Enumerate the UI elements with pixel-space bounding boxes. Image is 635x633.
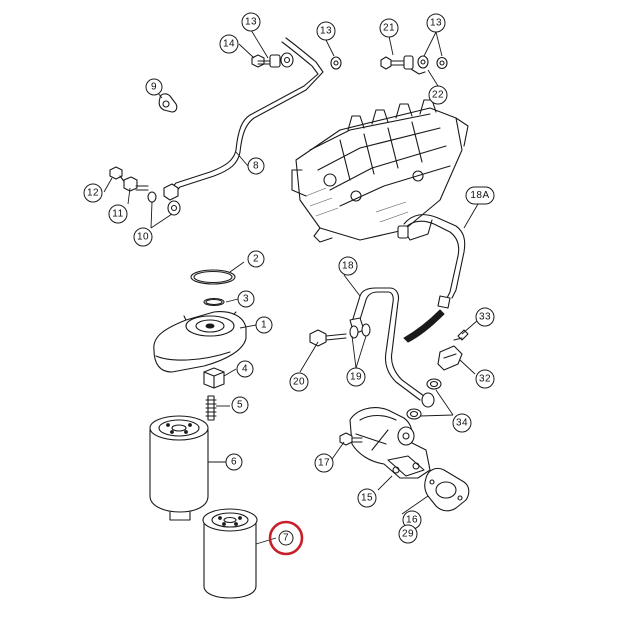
callout-label: 17 bbox=[318, 458, 330, 469]
callout-1: 1 bbox=[255, 316, 273, 334]
callout-label: 18A bbox=[470, 190, 489, 201]
callout-33: 33 bbox=[475, 307, 495, 327]
callout-34: 34 bbox=[452, 413, 472, 433]
callout-3: 3 bbox=[237, 290, 255, 308]
callout-label: 5 bbox=[237, 400, 243, 411]
seal-3 bbox=[203, 297, 225, 307]
callout-15: 15 bbox=[357, 488, 377, 508]
callout-29: 29 bbox=[398, 524, 418, 544]
callout-label: 21 bbox=[383, 23, 395, 34]
callout-label: 4 bbox=[242, 364, 248, 375]
connection-arrow bbox=[403, 309, 445, 343]
filter-head-1 bbox=[153, 311, 247, 373]
callout-label: 9 bbox=[151, 82, 157, 93]
fitting-group-13-14 bbox=[251, 52, 342, 70]
callout-2: 2 bbox=[247, 250, 265, 268]
callout-label: 34 bbox=[456, 418, 468, 429]
nut-4 bbox=[203, 367, 225, 389]
callout-label: 11 bbox=[112, 209, 123, 220]
callout-13c: 13 bbox=[426, 13, 446, 33]
washer-34 bbox=[406, 378, 442, 420]
callout-9: 9 bbox=[145, 78, 163, 96]
leader-lines bbox=[103, 29, 479, 545]
transfer-pump-15 bbox=[349, 407, 431, 479]
callout-7: 7 bbox=[268, 520, 304, 556]
callout-19: 19 bbox=[346, 367, 366, 387]
fuel-line-8 bbox=[163, 37, 324, 201]
callout-13a: 13 bbox=[241, 12, 261, 32]
callout-label: 13 bbox=[245, 17, 257, 28]
callout-label: 13 bbox=[320, 26, 332, 37]
callout-label: 29 bbox=[402, 529, 414, 540]
bolt-17 bbox=[339, 432, 363, 446]
callout-21: 21 bbox=[379, 18, 399, 38]
callout-label: 32 bbox=[479, 374, 491, 385]
callout-label: 18 bbox=[342, 261, 354, 272]
callout-label: 13 bbox=[430, 18, 442, 29]
callout-17: 17 bbox=[314, 453, 334, 473]
callout-label: 1 bbox=[261, 320, 267, 331]
callout-4: 4 bbox=[236, 360, 254, 378]
callout-18A: 18A bbox=[465, 186, 495, 205]
callout-label: 19 bbox=[350, 372, 362, 383]
callout-label: 20 bbox=[293, 377, 305, 388]
washers-19 bbox=[349, 323, 371, 339]
bolt-20 bbox=[309, 329, 347, 347]
callout-label: 7 bbox=[283, 533, 289, 544]
callout-label: 10 bbox=[137, 232, 149, 243]
callout-label: 22 bbox=[432, 90, 444, 101]
callout-20: 20 bbox=[289, 372, 309, 392]
callout-label: 3 bbox=[243, 294, 249, 305]
callout-11: 11 bbox=[108, 204, 128, 224]
fuel-pipe-18A bbox=[397, 214, 466, 309]
o-ring-2 bbox=[190, 269, 236, 285]
fitting-group-21-22 bbox=[380, 55, 448, 75]
fitting-33 bbox=[453, 329, 469, 341]
callout-label: 12 bbox=[87, 188, 99, 199]
callout-label: 2 bbox=[253, 254, 259, 265]
callout-13b: 13 bbox=[316, 21, 336, 41]
clamp-9 bbox=[158, 93, 178, 113]
callout-label: 6 bbox=[231, 457, 237, 468]
callout-18: 18 bbox=[338, 256, 358, 276]
callout-6: 6 bbox=[225, 453, 243, 471]
callout-label: 16 bbox=[406, 515, 418, 526]
fuel-filter-7 bbox=[202, 508, 258, 599]
callout-12: 12 bbox=[83, 183, 103, 203]
callout-label: 14 bbox=[223, 39, 235, 50]
callout-14: 14 bbox=[219, 34, 239, 54]
callout-32: 32 bbox=[475, 369, 495, 389]
fitting-32 bbox=[437, 345, 463, 371]
stud-5 bbox=[205, 395, 217, 421]
highlight-ring bbox=[268, 520, 304, 556]
fitting-group-10-11-12 bbox=[109, 166, 181, 216]
callout-5: 5 bbox=[231, 396, 249, 414]
engine-injection-pump bbox=[291, 99, 469, 243]
callout-10: 10 bbox=[133, 227, 153, 247]
fuel-filter-6 bbox=[149, 415, 209, 521]
callout-8: 8 bbox=[247, 157, 265, 175]
callout-22: 22 bbox=[428, 85, 448, 105]
gasket-16 bbox=[424, 467, 470, 512]
callout-label: 33 bbox=[479, 312, 491, 323]
callout-label: 15 bbox=[361, 493, 373, 504]
callout-label: 8 bbox=[253, 161, 259, 172]
